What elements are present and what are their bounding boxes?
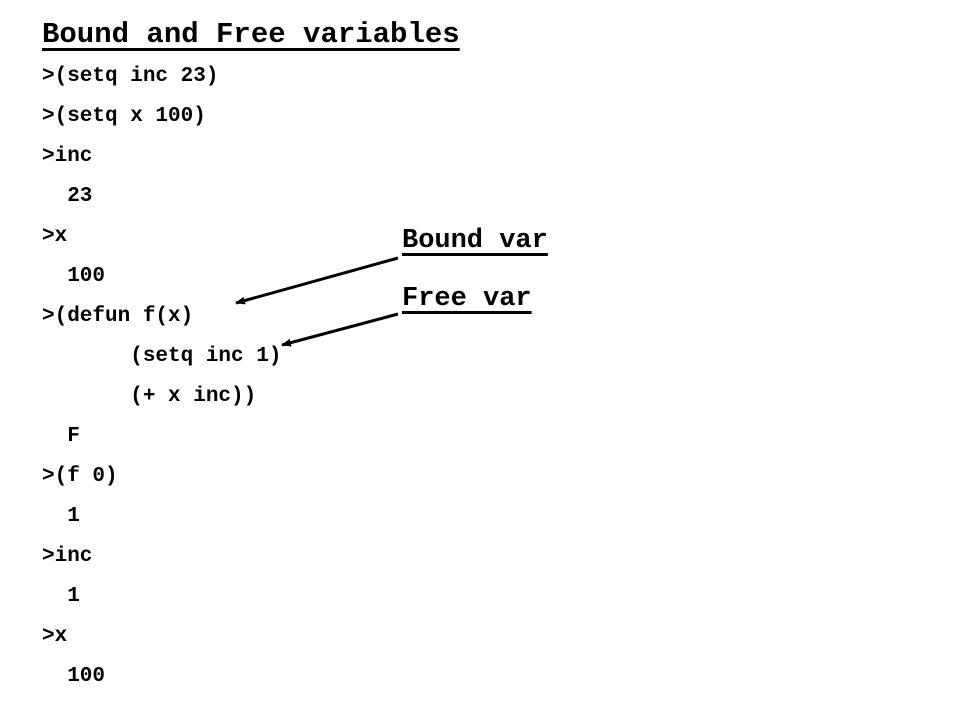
code-line: >(f 0) xyxy=(42,465,118,488)
code-line: (+ x inc)) xyxy=(42,385,257,408)
code-line: >(defun f(x) xyxy=(42,305,194,328)
code-line: 1 xyxy=(42,505,80,528)
code-line: 23 xyxy=(42,185,93,208)
free-var-label: Free var xyxy=(402,284,532,314)
code-line: >(setq x 100) xyxy=(42,105,206,128)
code-line: 100 xyxy=(42,665,106,688)
code-line: >inc xyxy=(42,545,93,568)
code-line: >(setq inc 23) xyxy=(42,65,219,88)
code-line: (setq inc 1) xyxy=(42,345,282,368)
bound-var-label: Bound var xyxy=(402,226,548,256)
code-line: 100 xyxy=(42,265,106,288)
code-line: 1 xyxy=(42,585,80,608)
code-line: F xyxy=(42,425,80,448)
bound-var-arrow xyxy=(235,256,399,305)
free-var-arrow xyxy=(281,312,399,347)
code-line: >x xyxy=(42,625,68,648)
code-line: >x xyxy=(42,225,68,248)
slide-title: Bound and Free variables xyxy=(42,18,460,51)
code-line: >inc xyxy=(42,145,93,168)
